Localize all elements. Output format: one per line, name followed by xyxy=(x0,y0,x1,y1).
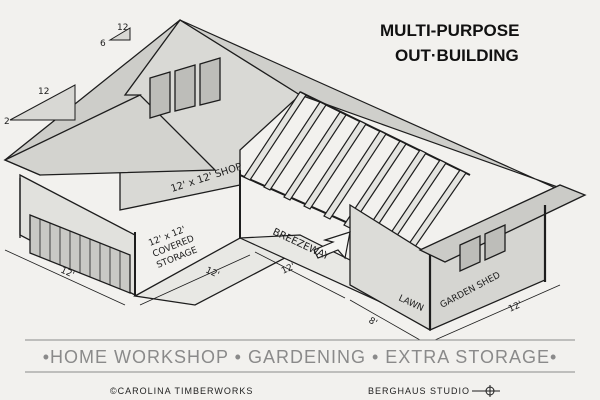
pitch-run-label: 12 xyxy=(117,23,128,33)
rafters xyxy=(243,91,467,255)
credit-right: BERGHAUS STUDIO xyxy=(368,386,470,396)
pitch-rise-label: 6 xyxy=(100,39,106,49)
breezeway-arrow-icon xyxy=(313,231,351,260)
shed-roof-edge xyxy=(418,184,587,263)
credit-left: ©CAROLINA TIMBERWORKS xyxy=(110,386,253,396)
garden-shed xyxy=(349,184,587,332)
breezeway-frame xyxy=(179,19,581,321)
loft-windows xyxy=(149,57,221,119)
feature-banner: •HOME WORKSHOP • GARDENING • EXTRA STORA… xyxy=(43,347,558,367)
roof-pitch-triangles xyxy=(9,27,131,121)
title-line2: OUT·BUILDING xyxy=(395,46,519,65)
studio-mark-icon xyxy=(472,385,500,397)
title-line1: MULTI-PURPOSE xyxy=(380,21,519,40)
pitch-triangle-lower-icon xyxy=(9,84,76,121)
shed-windows xyxy=(459,223,506,273)
overhang-rise-label: 2 xyxy=(4,117,10,127)
dimension-lines xyxy=(4,249,561,341)
slat-lines xyxy=(39,219,121,289)
left-roof-plane xyxy=(3,94,217,176)
pitch-triangle-upper-icon xyxy=(108,27,131,41)
overhang-run-label: 12 xyxy=(38,87,49,97)
